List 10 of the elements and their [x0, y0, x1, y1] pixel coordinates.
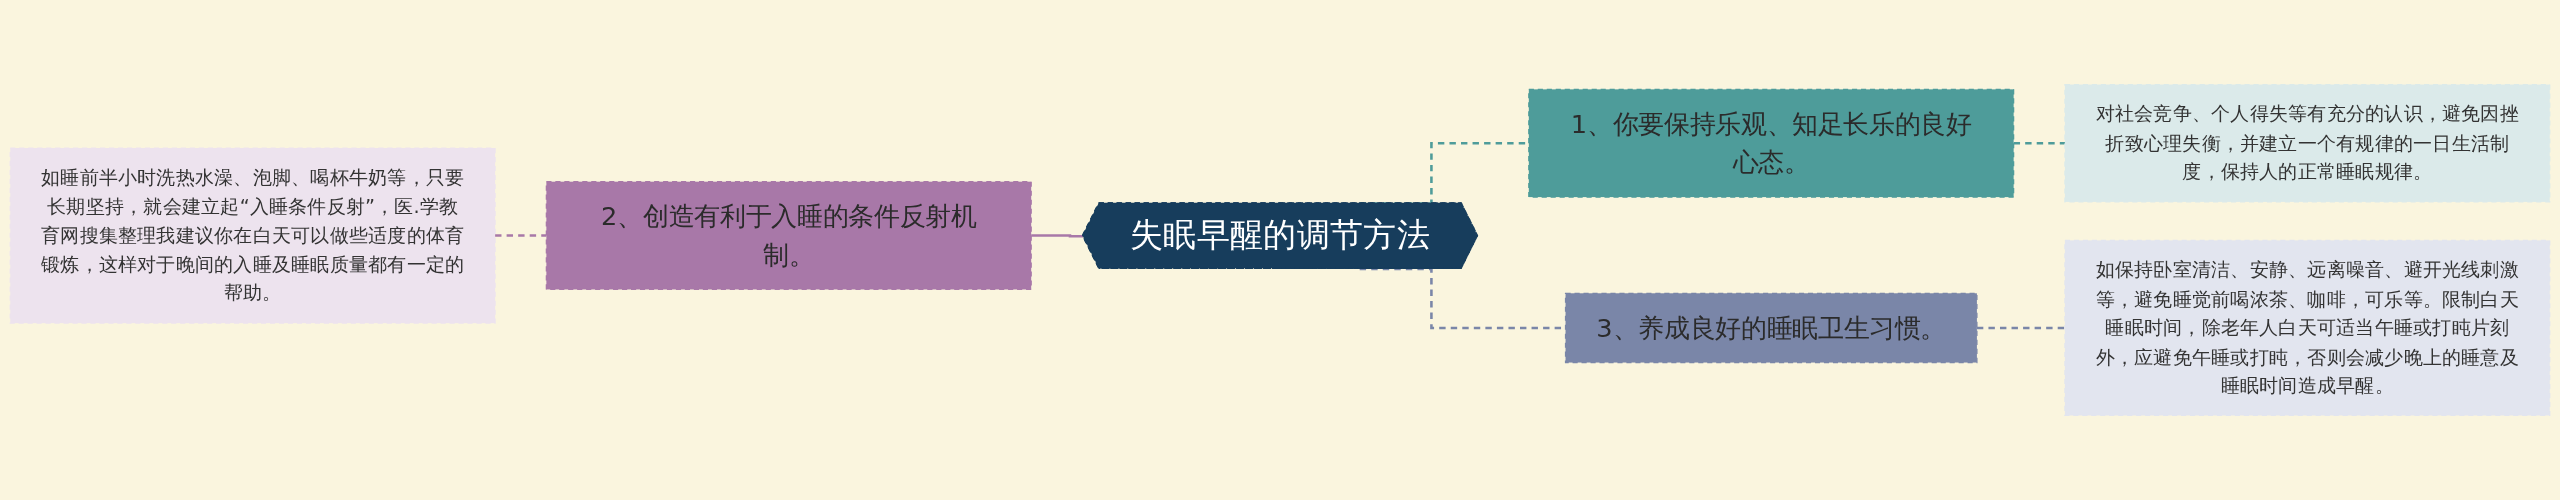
node-box: 2、创造有利于入睡的条件反射机制。: [545, 181, 1032, 291]
node-box: 对社会竞争、个人得失等有充分的认识，避免因挫折致心理失衡，并建立一个有规律的一日生活制度，保持人的正常睡眠规律。: [2064, 83, 2551, 203]
node-box: 1、你要保持乐观、知足长乐的良好心态。: [1528, 88, 2015, 198]
node-box: 如睡前半小时洗热水澡、泡脚、喝杯牛奶等，只要长期坚持，就会建立起“入睡条件反射”，医.学教育网搜集整理我建议你在白天可以做些适度的体育锻炼，这样对于晚间的入睡及睡眠质量都有一定的帮助。: [9, 147, 496, 324]
node-box: 如保持卧室清洁、安静、远离噪音、避开光线刺激等，避免睡觉前喝浓茶、咖啡，可乐等。限制白天睡眠时间，除老年人白天可适当午睡或打盹片刻外，应避免午睡或打盹，否则会减少晚上的睡意及睡眠时间造成早醒。: [2064, 239, 2551, 417]
connector: [2013, 141, 2065, 145]
connector: [495, 234, 547, 237]
connector: [1031, 234, 1084, 238]
connector: [1976, 326, 2065, 330]
node-box: 3、养成良好的睡眠卫生习惯。: [1564, 292, 1978, 364]
